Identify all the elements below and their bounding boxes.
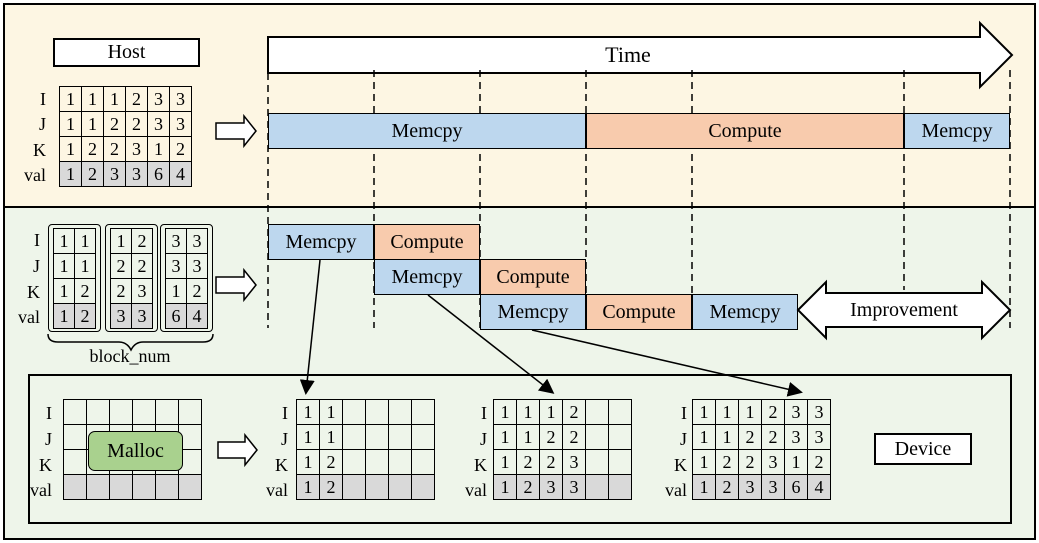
malloc-block: Malloc bbox=[88, 431, 183, 471]
block-arrow-icon bbox=[215, 113, 257, 149]
stage-row-label: val bbox=[465, 480, 487, 500]
stage-row-label: I bbox=[681, 403, 687, 423]
device-row-label-j: J bbox=[44, 429, 52, 449]
improvement-label: Improvement bbox=[850, 298, 958, 321]
host-memcpy-bar: Memcpy bbox=[904, 113, 1010, 149]
pipeline-memcpy-bar: Memcpy bbox=[692, 294, 798, 330]
host-label: Host bbox=[53, 38, 200, 67]
pipeline-compute-bar: Compute bbox=[374, 224, 480, 260]
host-row-label-j: J bbox=[38, 114, 46, 134]
block-frame bbox=[48, 224, 101, 332]
stage-row-label: I bbox=[481, 403, 487, 423]
pipeline-memcpy-bar: Memcpy bbox=[480, 294, 586, 330]
pipeline-memcpy-bar: Memcpy bbox=[268, 224, 374, 260]
time-label: Time bbox=[605, 42, 651, 67]
pipeline-memcpy-bar: Memcpy bbox=[374, 259, 480, 295]
block-frame bbox=[160, 224, 213, 332]
host-memcpy-bar: Memcpy bbox=[268, 113, 586, 149]
stage-row-label: val bbox=[266, 480, 288, 500]
stage-row-label: J bbox=[679, 429, 687, 449]
pipeline-row-label-j: J bbox=[32, 256, 40, 276]
flow-arrow bbox=[531, 329, 803, 397]
stage-row-label: val bbox=[665, 480, 687, 500]
device-row-label-val: val bbox=[30, 480, 52, 500]
stage-row-label: J bbox=[479, 429, 487, 449]
host-row-label-k: K bbox=[33, 140, 46, 160]
pipeline-compute-bar: Compute bbox=[586, 294, 692, 330]
pipeline-row-label-val: val bbox=[18, 307, 40, 327]
block-arrow-icon bbox=[217, 432, 258, 468]
host-compute-bar: Compute bbox=[586, 113, 904, 149]
stage-row-label: K bbox=[674, 455, 687, 475]
device-row-label-k: K bbox=[39, 455, 52, 475]
stage-row-label: K bbox=[474, 455, 487, 475]
stage-row-label: K bbox=[275, 455, 288, 475]
flow-arrow bbox=[299, 259, 321, 395]
block-frame bbox=[105, 224, 158, 332]
device-row-label-i: I bbox=[46, 403, 52, 423]
flow-arrow bbox=[427, 294, 555, 394]
host-row-label-val: val bbox=[24, 165, 46, 185]
pipeline-row-label-i: I bbox=[34, 230, 40, 250]
host-row-label-i: I bbox=[40, 89, 46, 109]
block-arrow-icon bbox=[215, 267, 257, 303]
block-num-label: block_num bbox=[89, 345, 171, 366]
pipeline-row-label-k: K bbox=[27, 282, 40, 302]
stage-row-label: I bbox=[282, 403, 288, 423]
stage-row-label: J bbox=[280, 429, 288, 449]
device-label: Device bbox=[874, 433, 972, 465]
